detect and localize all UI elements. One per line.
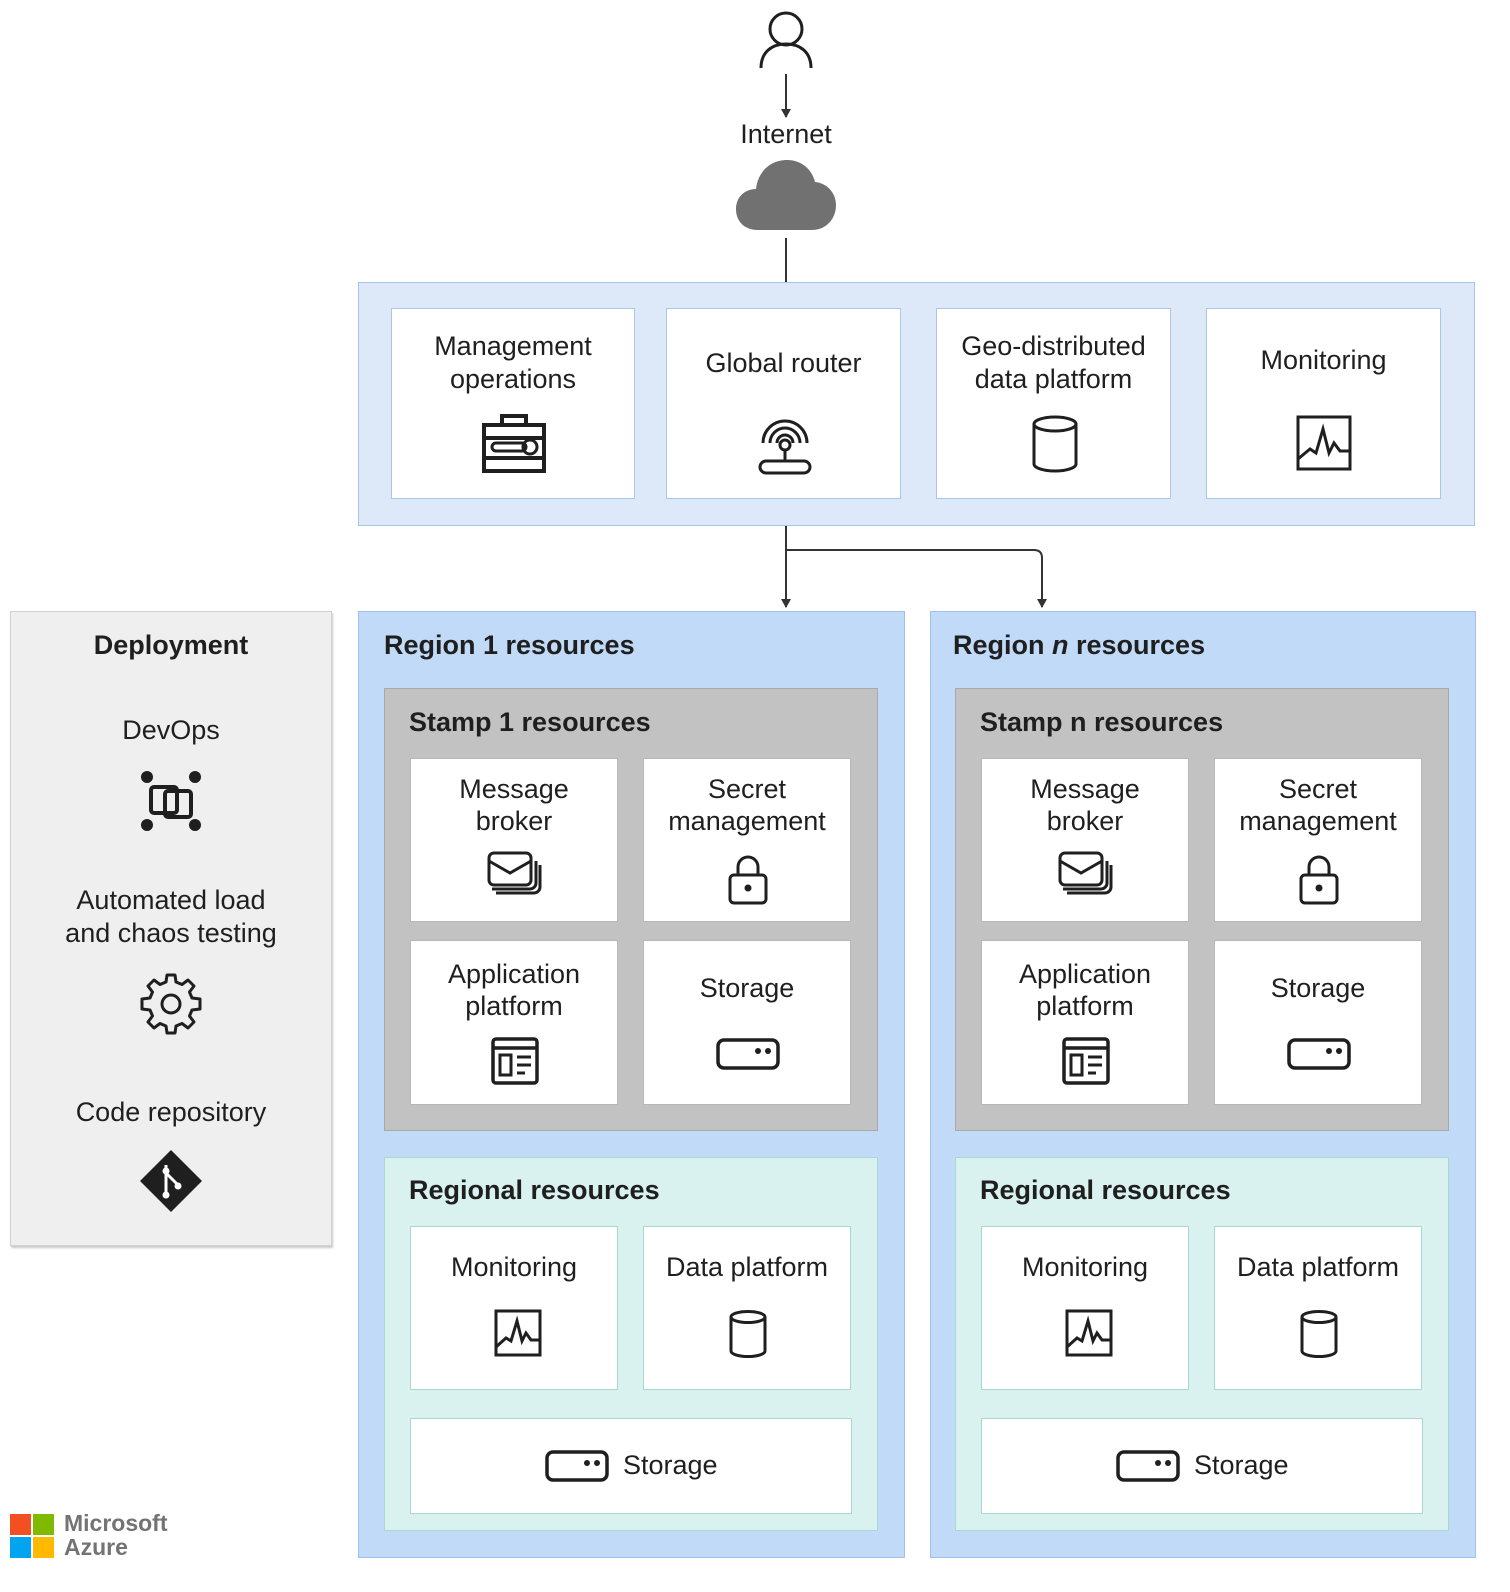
r1-data-platform-label: Data platform bbox=[665, 1252, 829, 1282]
rn-message-broker-card[interactable]: Message broker bbox=[981, 758, 1189, 922]
regional-resources-n-title: Regional resources bbox=[980, 1175, 1231, 1205]
gear-icon bbox=[140, 973, 202, 1035]
r1-regional-storage-label: Storage bbox=[623, 1450, 718, 1480]
database-icon bbox=[729, 1310, 767, 1358]
lock-icon bbox=[728, 855, 768, 905]
app-platform-icon bbox=[1062, 1037, 1110, 1085]
rn-monitoring-card[interactable]: Monitoring bbox=[981, 1226, 1189, 1390]
rn-monitoring-label: Monitoring bbox=[1021, 1252, 1149, 1282]
database-icon bbox=[1300, 1310, 1338, 1358]
git-icon bbox=[140, 1150, 202, 1212]
r1-application-platform-card[interactable]: Application platform bbox=[410, 940, 618, 1105]
monitoring-chart-icon bbox=[1065, 1309, 1113, 1357]
global-monitoring-label: Monitoring bbox=[1260, 345, 1387, 375]
geo-data-platform-card[interactable]: Geo-distributed data platform bbox=[936, 308, 1171, 499]
r1-secret-management-label: Secret management bbox=[668, 774, 826, 836]
microsoft-logo-icon bbox=[10, 1514, 54, 1558]
rn-regional-storage-card[interactable]: Storage bbox=[981, 1418, 1423, 1514]
storage-icon bbox=[1287, 1038, 1351, 1070]
storage-icon bbox=[1116, 1450, 1180, 1482]
r1-data-platform-card[interactable]: Data platform bbox=[643, 1226, 851, 1390]
deployment-title: Deployment bbox=[93, 630, 249, 660]
monitoring-chart-icon bbox=[1296, 415, 1352, 471]
stamp-1-title: Stamp 1 resources bbox=[409, 707, 651, 737]
storage-icon bbox=[716, 1038, 780, 1070]
app-platform-icon bbox=[491, 1037, 539, 1085]
lock-icon bbox=[1299, 855, 1339, 905]
management-operations-label: Management operations bbox=[434, 331, 592, 394]
internet-label: Internet bbox=[740, 119, 832, 149]
storage-icon bbox=[545, 1450, 609, 1482]
rn-regional-storage-label: Storage bbox=[1194, 1450, 1289, 1480]
database-icon bbox=[1032, 415, 1078, 473]
global-router-card[interactable]: Global router bbox=[666, 308, 901, 499]
cloud-icon bbox=[736, 160, 836, 230]
global-router-label: Global router bbox=[705, 348, 862, 378]
devops-label: DevOps bbox=[122, 715, 220, 745]
region-n-title: Region n resources bbox=[953, 628, 1205, 662]
r1-monitoring-card[interactable]: Monitoring bbox=[410, 1226, 618, 1390]
deployment-panel: Deployment DevOps Automated load and cha… bbox=[10, 611, 332, 1246]
management-operations-card[interactable]: Management operations bbox=[391, 308, 635, 499]
rn-secret-management-card[interactable]: Secret management bbox=[1214, 758, 1422, 922]
region-n-title-prefix: Region bbox=[953, 630, 1052, 660]
router-icon bbox=[758, 419, 812, 475]
geo-data-platform-label: Geo-distributed data platform bbox=[961, 331, 1146, 394]
logo-text-microsoft: Microsoft bbox=[64, 1510, 168, 1536]
r1-stamp-storage-card[interactable]: Storage bbox=[643, 940, 851, 1105]
stamp-n-title: Stamp n resources bbox=[980, 707, 1224, 737]
rn-stamp-storage-label: Storage bbox=[1270, 973, 1366, 1003]
microsoft-azure-logo: Microsoft Azure bbox=[10, 1510, 180, 1560]
devops-icon bbox=[141, 771, 201, 831]
global-monitoring-card[interactable]: Monitoring bbox=[1206, 308, 1441, 499]
rn-data-platform-label: Data platform bbox=[1236, 1252, 1400, 1282]
r1-regional-storage-card[interactable]: Storage bbox=[410, 1418, 852, 1514]
monitoring-chart-icon bbox=[494, 1309, 542, 1357]
user-icon bbox=[759, 11, 813, 69]
rn-stamp-storage-card[interactable]: Storage bbox=[1214, 940, 1422, 1105]
region-n-title-suffix: resources bbox=[1068, 630, 1206, 660]
r1-secret-management-card[interactable]: Secret management bbox=[643, 758, 851, 922]
rn-application-platform-card[interactable]: Application platform bbox=[981, 940, 1189, 1105]
regional-resources-1-title: Regional resources bbox=[409, 1175, 660, 1205]
router-to-regionn-arrow bbox=[786, 549, 1047, 608]
rn-application-platform-label: Application platform bbox=[1018, 959, 1152, 1021]
toolbox-icon bbox=[482, 414, 546, 473]
load-chaos-testing-label: Automated load and chaos testing bbox=[65, 885, 277, 948]
r1-monitoring-label: Monitoring bbox=[450, 1252, 578, 1282]
r1-stamp-storage-label: Storage bbox=[699, 973, 795, 1003]
region-n-title-n: n bbox=[1052, 630, 1069, 660]
r1-message-broker-label: Message broker bbox=[459, 774, 569, 836]
code-repository-label: Code repository bbox=[75, 1097, 267, 1127]
logo-text-azure: Azure bbox=[64, 1534, 128, 1560]
r1-application-platform-label: Application platform bbox=[447, 959, 581, 1021]
rn-message-broker-label: Message broker bbox=[1030, 774, 1140, 836]
rn-secret-management-label: Secret management bbox=[1239, 774, 1397, 836]
rn-data-platform-card[interactable]: Data platform bbox=[1214, 1226, 1422, 1390]
message-broker-icon bbox=[1058, 851, 1113, 895]
region-1-title: Region 1 resources bbox=[384, 630, 635, 660]
r1-message-broker-card[interactable]: Message broker bbox=[410, 758, 618, 922]
message-broker-icon bbox=[487, 851, 542, 895]
